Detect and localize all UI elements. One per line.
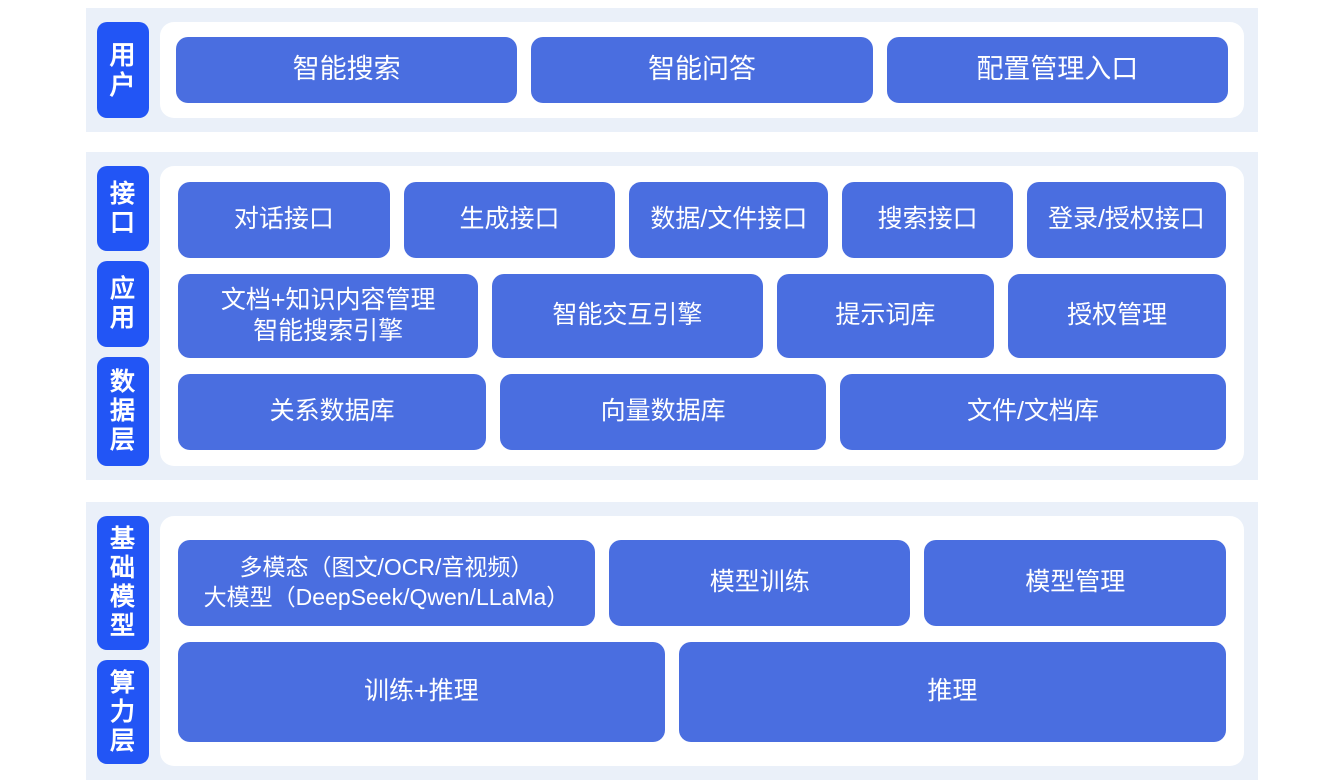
box-smart-search[interactable]: 智能搜索 (176, 37, 518, 103)
row-user-entries: 智能搜索 智能问答 配置管理入口 (176, 37, 1228, 103)
box-data-file-interface[interactable]: 数据/文件接口 (629, 182, 829, 259)
box-prompt-library[interactable]: 提示词库 (776, 274, 995, 358)
layer-label-interface: 接口 (97, 166, 149, 252)
box-relational-database[interactable]: 关系数据库 (178, 373, 487, 450)
box-generation-interface[interactable]: 生成接口 (403, 182, 616, 259)
section-user: 用户 智能搜索 智能问答 配置管理入口 (86, 8, 1258, 132)
box-authorization-management[interactable]: 授权管理 (1008, 274, 1226, 358)
box-vector-database[interactable]: 向量数据库 (500, 373, 826, 450)
box-dialog-interface[interactable]: 对话接口 (178, 182, 390, 259)
row-model: 多模态（图文/OCR/音视频） 大模型（DeepSeek/Qwen/LLaMa）… (178, 540, 1227, 626)
section-application-card: 对话接口 生成接口 数据/文件接口 搜索接口 登录/授权接口 文档+知识内容管理… (160, 166, 1244, 466)
section-infrastructure-card: 多模态（图文/OCR/音视频） 大模型（DeepSeek/Qwen/LLaMa）… (160, 516, 1244, 766)
box-config-management-entry[interactable]: 配置管理入口 (886, 37, 1228, 103)
section-infrastructure-label-column: 基础模型 算力层 (86, 502, 160, 780)
layer-label-compute: 算力层 (97, 660, 149, 764)
layer-label-data: 数据层 (97, 356, 149, 466)
box-login-auth-interface[interactable]: 登录/授权接口 (1026, 182, 1226, 259)
row-application: 文档+知识内容管理 智能搜索引擎 智能交互引擎 提示词库 授权管理 (178, 274, 1226, 358)
section-infrastructure: 基础模型 算力层 多模态（图文/OCR/音视频） 大模型（DeepSeek/Qw… (86, 502, 1258, 780)
box-document-knowledge-management[interactable]: 文档+知识内容管理 智能搜索引擎 (178, 274, 479, 358)
row-compute: 训练+推理 推理 (178, 642, 1226, 742)
box-smart-qa[interactable]: 智能问答 (531, 37, 873, 103)
layer-label-foundation-model: 基础模型 (97, 516, 149, 650)
layer-label-user: 用户 (97, 22, 149, 118)
section-user-card: 智能搜索 智能问答 配置管理入口 (160, 22, 1244, 118)
box-model-training[interactable]: 模型训练 (608, 540, 911, 626)
section-application: 接口 应用 数据层 对话接口 生成接口 数据/文件接口 搜索接口 登录/授权接口… (86, 152, 1258, 480)
box-search-interface[interactable]: 搜索接口 (842, 182, 1013, 259)
section-application-label-column: 接口 应用 数据层 (86, 152, 160, 480)
box-training-inference[interactable]: 训练+推理 (178, 642, 665, 742)
row-interface: 对话接口 生成接口 数据/文件接口 搜索接口 登录/授权接口 (178, 182, 1226, 259)
box-smart-interaction-engine[interactable]: 智能交互引擎 (492, 274, 763, 358)
section-user-label-column: 用户 (86, 8, 160, 132)
box-inference[interactable]: 推理 (678, 642, 1226, 742)
row-data: 关系数据库 向量数据库 文件/文档库 (178, 373, 1226, 450)
box-multimodal-large-model[interactable]: 多模态（图文/OCR/音视频） 大模型（DeepSeek/Qwen/LLaMa） (178, 540, 595, 626)
box-file-document-store[interactable]: 文件/文档库 (839, 373, 1226, 450)
layer-label-application: 应用 (97, 261, 149, 347)
box-model-management[interactable]: 模型管理 (924, 540, 1227, 626)
